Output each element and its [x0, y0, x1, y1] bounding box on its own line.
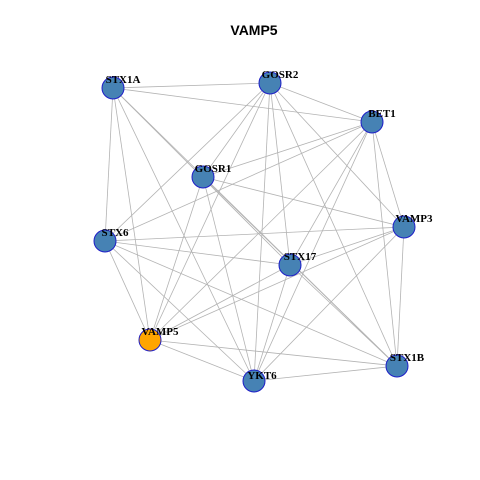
node-label-stx6: STX6	[102, 227, 129, 239]
edge-bet1-vamp5	[149, 121, 373, 341]
node-vamp3[interactable]	[392, 215, 416, 239]
edge-vamp5-stx1b	[149, 339, 398, 367]
edge-gosr1-vamp3	[202, 176, 405, 228]
edge-stx6-vamp5	[104, 240, 151, 341]
edge-ykt6-stx1b	[253, 365, 398, 382]
node-gosr1[interactable]	[191, 165, 215, 189]
edge-stx6-stx1b	[104, 240, 398, 367]
edge-bet1-stx1b	[371, 121, 398, 367]
edge-stx1a-vamp5	[112, 87, 151, 341]
edge-bet1-stx6	[104, 121, 373, 242]
edge-gosr2-ykt6	[253, 82, 271, 382]
edge-stx6-ykt6	[104, 240, 255, 382]
node-label-gosr2: GOSR2	[262, 69, 299, 81]
node-layer	[93, 71, 416, 393]
edge-vamp5-ykt6	[149, 339, 255, 382]
node-label-stx17: STX17	[284, 251, 317, 263]
node-label-stx1b: STX1B	[390, 352, 425, 364]
edge-stx17-stx1b	[289, 264, 398, 367]
edge-gosr1-vamp5	[149, 176, 204, 341]
node-label-bet1: BET1	[368, 108, 396, 120]
edge-bet1-vamp3	[371, 121, 405, 228]
diagram-title: VAMP5	[230, 22, 277, 38]
node-stx6[interactable]	[93, 229, 117, 253]
node-ykt6[interactable]	[242, 369, 266, 393]
edge-gosr2-stx1b	[269, 82, 398, 367]
node-stx1a[interactable]	[101, 76, 125, 100]
edge-layer	[104, 82, 405, 382]
node-stx1b[interactable]	[385, 354, 409, 378]
node-bet1[interactable]	[360, 110, 384, 134]
edge-vamp3-vamp5	[149, 226, 405, 341]
node-label-ykt6: YKT6	[247, 370, 277, 382]
edge-gosr2-vamp3	[269, 82, 405, 228]
edge-gosr1-stx1b	[202, 176, 398, 367]
edge-stx17-vamp3	[289, 226, 405, 266]
edge-bet1-gosr1	[202, 121, 373, 178]
label-layer: STX1A GOSR2BET1GOSR1VAMP3STX6STX17VAMP5ST…	[102, 69, 433, 382]
edge-gosr2-vamp5	[149, 82, 271, 341]
node-label-gosr1: GOSR1	[195, 163, 232, 175]
edge-gosr2-gosr1	[202, 82, 271, 178]
edge-gosr2-stx6	[104, 82, 271, 242]
edge-vamp3-ykt6	[253, 226, 405, 382]
node-stx17[interactable]	[278, 253, 302, 277]
edge-stx6-vamp3	[104, 226, 405, 242]
edge-stx1a-bet1	[112, 87, 373, 123]
node-label-vamp5: VAMP5	[141, 326, 179, 338]
edge-stx17-vamp5	[149, 264, 291, 341]
node-label-stx1a: STX1A	[106, 74, 141, 86]
edge-gosr1-ykt6	[202, 176, 255, 382]
edge-stx17-ykt6	[253, 264, 291, 382]
edge-vamp3-stx1b	[396, 226, 405, 367]
edge-gosr2-bet1	[269, 82, 373, 123]
edge-gosr2-stx17	[269, 82, 291, 266]
edge-stx1a-ykt6	[112, 87, 255, 382]
edge-bet1-stx17	[289, 121, 373, 266]
node-gosr2[interactable]	[258, 71, 282, 95]
edge-stx1a-gosr2	[112, 82, 271, 89]
node-label-vamp3: VAMP3	[395, 213, 433, 225]
edge-bet1-ykt6	[253, 121, 373, 382]
edge-stx6-stx17	[104, 240, 291, 266]
edge-stx1a-stx6	[104, 87, 114, 242]
node-vamp5[interactable]	[138, 328, 162, 352]
